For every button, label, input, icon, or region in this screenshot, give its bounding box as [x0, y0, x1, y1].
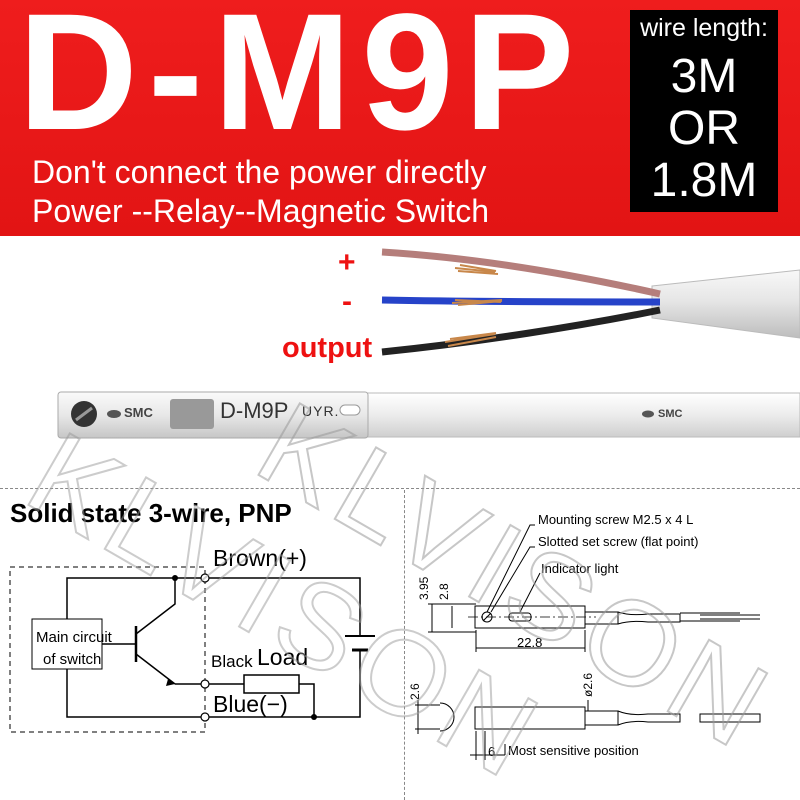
indicator-light: [170, 399, 214, 429]
wire-length-option-1: 3M: [670, 49, 738, 103]
dim-height-label: 3.95: [417, 576, 431, 600]
wire-length-or: OR: [668, 101, 740, 155]
minus-label: -: [342, 285, 352, 318]
wire-length-option-2: 1.8M: [650, 153, 758, 207]
cable-brand-print: SMC: [658, 408, 683, 420]
header-banner: D-M9P Don't connect the power directly P…: [0, 0, 800, 236]
output-label: output: [282, 332, 373, 364]
dim-diameter-label: ø2.6: [581, 672, 595, 697]
dim-side-label: 2.6: [408, 683, 422, 700]
indicator-light-label: Indicator light: [541, 561, 619, 576]
wire-length-title: wire length:: [640, 14, 768, 42]
schematic-title: Solid state 3-wire, PNP: [10, 498, 292, 528]
black-wire: [381, 306, 661, 356]
blue-wire: [381, 296, 661, 306]
main-circuit-label-2: of switch: [43, 651, 102, 668]
model-title: D-M9P: [18, 0, 585, 165]
cable-sheath-upper: [651, 269, 800, 339]
dim-offset-label: 6: [488, 744, 496, 759]
plus-label: +: [338, 246, 356, 279]
slotted-screw-label: Slotted set screw (flat point): [538, 534, 699, 549]
product-photo: [57, 248, 800, 439]
most-sensitive-label: Most sensitive position: [508, 743, 639, 758]
smc-logo-icon: [107, 410, 121, 418]
section-divider-vertical: [404, 490, 405, 800]
switch-code-print: UYR.: [302, 403, 340, 419]
section-divider-horizontal: [0, 488, 800, 489]
main-circuit-label-1: Main circuit: [36, 629, 112, 646]
warning-line-1: Don't connect the power directly: [32, 154, 487, 190]
cable-sheath-lower: [359, 392, 800, 438]
brown-wire: [381, 248, 661, 298]
brown-wire-label: Brown(+): [213, 545, 307, 571]
blue-wire-label: Blue(−): [213, 691, 288, 717]
black-wire-label: Black: [211, 652, 253, 671]
schematic-diagram: [9, 566, 375, 733]
wire-length-box: wire length: 3M OR 1.8M: [630, 10, 778, 212]
dimension-drawing: [415, 524, 761, 760]
load-label: Load: [257, 644, 309, 670]
dim-length-label: 22.8: [517, 635, 543, 650]
mounting-screw-label: Mounting screw M2.5 x 4 L: [538, 512, 694, 527]
copper-strands: [444, 264, 503, 347]
switch-notch: [339, 404, 361, 416]
smc-brand-print: SMC: [124, 405, 153, 420]
warning-line-2: Power --Relay--Magnetic Switch: [32, 193, 490, 229]
dim-width-label: 2.8: [437, 583, 451, 600]
switch-model-print: D-M9P: [220, 398, 289, 423]
